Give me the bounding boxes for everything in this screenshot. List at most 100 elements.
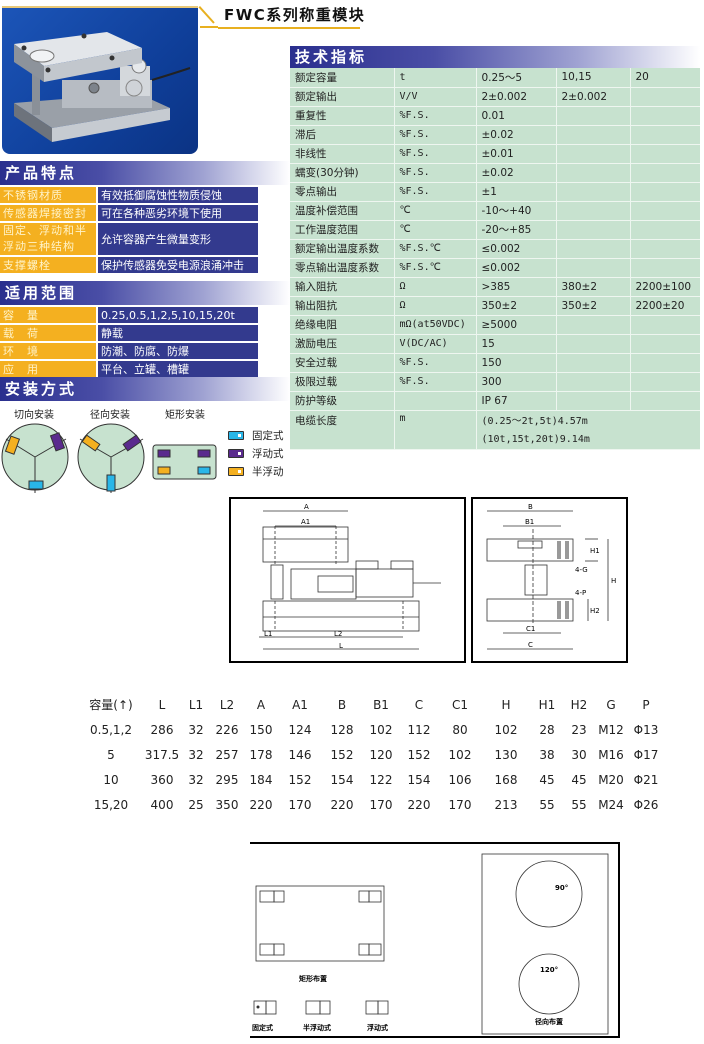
spec-unit: %F.S. — [394, 372, 477, 392]
rectangular-label: 矩形安装 — [165, 410, 205, 421]
dimension-cell: 32 — [188, 747, 204, 762]
spec-value-3 — [630, 201, 700, 221]
dimension-header: C1 — [451, 697, 468, 712]
legend-item-floating: 浮动式 — [228, 444, 284, 462]
dimension-header: 容量(↑) — [89, 698, 133, 712]
spec-value-2: 10,15 — [556, 68, 631, 88]
fixed-caption: 固定式 — [252, 1023, 273, 1032]
feature-key: 传感器焊接密封 — [0, 205, 96, 221]
spec-value-3 — [630, 87, 700, 107]
dimension-cell: 317.5 — [144, 747, 180, 762]
dim-label-H1: H1 — [590, 547, 600, 555]
floating-mount-icon — [49, 432, 66, 452]
spec-row-cable: 电缆长度 m (0.25～2t,5t)4.57m (10t,15t,20t)9.… — [290, 410, 700, 450]
specs-heading: 技术指标 — [290, 46, 700, 68]
spec-unit: Ω — [394, 296, 477, 316]
dimension-cell: 360 — [150, 772, 174, 787]
spec-value-2: 2±0.002 — [556, 87, 631, 107]
spec-value: 0.01 — [476, 106, 557, 126]
dimension-cell: Φ13 — [633, 722, 659, 737]
dimension-cell: 220 — [330, 797, 354, 812]
dimension-cell: M16 — [598, 747, 624, 762]
spec-value-2 — [556, 220, 631, 240]
page-title-block: FWC系列称重模块 — [200, 0, 364, 30]
spec-value: -20～+85 — [476, 220, 557, 240]
spec-value-3 — [630, 239, 700, 259]
spec-value-2 — [556, 334, 631, 354]
spec-value-3 — [630, 391, 700, 411]
spec-label: 输出阻抗 — [290, 296, 395, 316]
feature-key: 固定、浮动和半浮动三种结构 — [0, 223, 96, 255]
scope-value: 平台、立罐、槽罐 — [96, 361, 258, 377]
dimension-cell: 10 — [103, 772, 119, 787]
spec-value-2 — [556, 144, 631, 164]
spec-label: 极限过载 — [290, 372, 395, 392]
layout-drawing: 矩形布置 固定式 半浮动式 浮动式 90° 120° 径向布置 — [250, 842, 620, 1038]
spec-value-2 — [556, 182, 631, 202]
feature-value: 允许容器产生微量变形 — [96, 223, 258, 255]
spec-value: ±0.02 — [476, 125, 557, 145]
scope-value: 0.25,0.5,1,2,5,10,15,20t — [96, 307, 258, 323]
spec-label: 额定输出 — [290, 87, 395, 107]
legend-item-semi: 半浮动 — [228, 462, 284, 480]
dimension-header: L1 — [188, 697, 204, 712]
dimension-cell: 45 — [571, 772, 587, 787]
dimension-cell: 130 — [494, 747, 518, 762]
spec-label: 激励电压 — [290, 334, 395, 354]
spec-unit: mΩ(at50VDC) — [394, 315, 477, 335]
dimension-header: L — [158, 697, 166, 712]
semi-floating-chip-icon — [228, 466, 244, 476]
dimension-cell: 220 — [407, 797, 431, 812]
spec-label: 额定容量 — [290, 68, 395, 88]
dim-label-B1: B1 — [525, 518, 534, 526]
spec-label: 蠕变(30分钟) — [290, 163, 395, 183]
spec-unit: %F.S. — [394, 125, 477, 145]
dimension-cell: 32 — [188, 772, 204, 787]
feature-value: 可在各种恶劣环境下使用 — [96, 205, 258, 221]
spec-unit: ℃ — [394, 220, 477, 240]
dimension-cell: 295 — [215, 772, 239, 787]
spec-value: IP 67 — [476, 391, 557, 411]
spec-value: >385 — [476, 277, 557, 297]
spec-row: 滞后%F.S.±0.02 — [290, 125, 700, 145]
spec-row: 零点输出%F.S.±1 — [290, 182, 700, 202]
spec-unit: V(DC/AC) — [394, 334, 477, 354]
spec-value-2 — [556, 391, 631, 411]
spec-label: 电缆长度 — [290, 410, 395, 450]
dimension-header: L2 — [219, 697, 235, 712]
scope-table: 容 量 0.25,0.5,1,2,5,10,15,20t 载 荷 静载 环 境 … — [0, 305, 258, 379]
spec-value: 0.25～5 — [476, 68, 557, 88]
spec-label: 零点输出 — [290, 182, 395, 202]
spec-value-2 — [556, 315, 631, 335]
dimension-header: H — [501, 697, 511, 712]
product-photo — [2, 6, 198, 154]
angle-120-label: 120° — [540, 966, 558, 974]
dimension-cell: 112 — [407, 722, 431, 737]
install-legend: 固定式 浮动式 半浮动 — [228, 426, 284, 480]
dimension-cell: 170 — [288, 797, 312, 812]
fixed-chip-icon — [228, 430, 244, 440]
radial-label: 径向安装 — [90, 410, 130, 421]
spec-label: 安全过载 — [290, 353, 395, 373]
dimension-cell: 0.5,1,2 — [90, 722, 132, 737]
spec-row: 极限过载%F.S.300 — [290, 372, 700, 392]
spec-value-3 — [630, 334, 700, 354]
feature-row: 不锈钢材质 有效抵御腐蚀性物质侵蚀 — [0, 187, 258, 203]
dim-label-C: C — [528, 641, 533, 649]
dimension-cell: 102 — [448, 747, 472, 762]
feature-key: 不锈钢材质 — [0, 187, 96, 203]
dimension-cell: 55 — [539, 797, 555, 812]
dim-label-L: L — [339, 642, 343, 650]
dimension-cell: 178 — [249, 747, 273, 762]
spec-row: 安全过载%F.S.150 — [290, 353, 700, 373]
spec-value-3 — [630, 182, 700, 202]
spec-value-2 — [556, 239, 631, 259]
scope-row: 容 量 0.25,0.5,1,2,5,10,15,20t — [0, 307, 258, 323]
features-heading: 产品特点 — [0, 161, 290, 185]
spec-value: ±1 — [476, 182, 557, 202]
spec-label: 输入阻抗 — [290, 277, 395, 297]
spec-unit: m — [394, 410, 477, 450]
